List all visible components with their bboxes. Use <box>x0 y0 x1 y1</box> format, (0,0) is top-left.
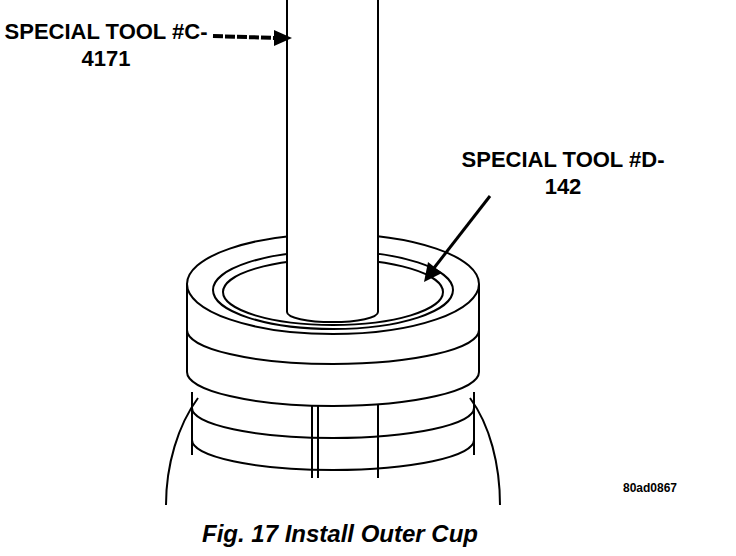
figure-code: 80ad0867 <box>600 480 700 496</box>
tool-label: SPECIAL TOOL #C-4171 <box>2 18 210 72</box>
figure-caption: Fig. 17 Install Outer Cup <box>120 519 560 549</box>
tool-label: SPECIAL TOOL #D-142 <box>455 146 671 200</box>
